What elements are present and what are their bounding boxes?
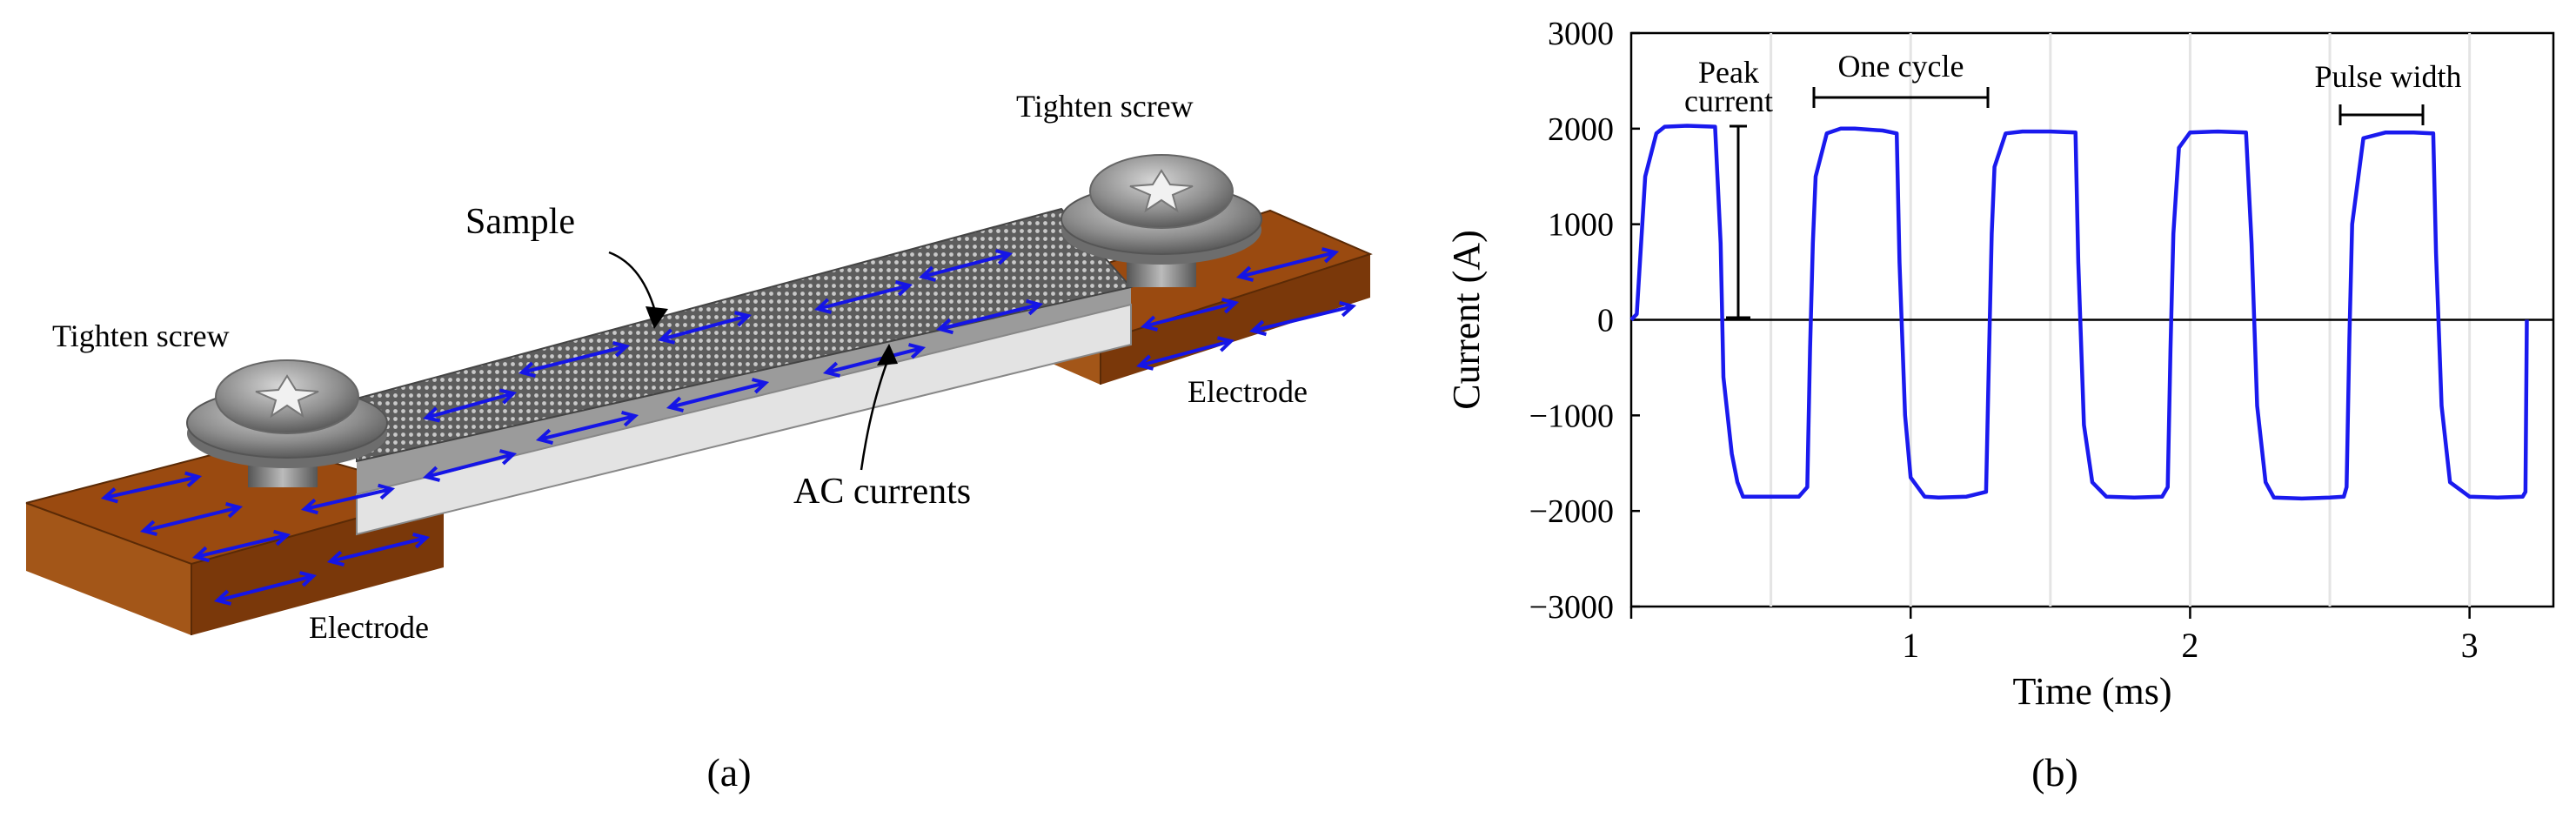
pulse-width-annotation: Pulse width xyxy=(2314,59,2462,125)
x-tick-label: 1 xyxy=(1902,626,1919,665)
label-electrode-right: Electrode xyxy=(1188,374,1308,409)
sample-pointer xyxy=(608,251,668,329)
label-ac-currents: AC currents xyxy=(793,472,971,512)
sample-bar xyxy=(356,207,1133,536)
current-arrow-icon xyxy=(422,449,518,482)
current-arrow-icon xyxy=(518,341,631,378)
x-tick-label: 2 xyxy=(2181,626,2198,665)
y-tick-label: 2000 xyxy=(1548,111,1614,148)
label-sample: Sample xyxy=(465,202,575,242)
label-tighten-screw-right: Tighten screw xyxy=(1016,89,1194,124)
peak-label-line1: Peak xyxy=(1698,55,1759,90)
current-arrow-icon xyxy=(935,298,1044,335)
y-tick-label: 0 xyxy=(1597,303,1614,339)
panel-b-chart: 1 2 3 −3000 −2000 −1000 0 1000 2000 3000 Time (m… xyxy=(1445,16,2555,795)
y-axis-label: Current (A) xyxy=(1445,230,1488,410)
current-arrow-icon xyxy=(1135,336,1235,371)
y-ticks: −3000 −2000 −1000 0 1000 2000 3000 xyxy=(1529,16,1640,626)
one-cycle-label: One cycle xyxy=(1838,49,1964,84)
current-arrow-icon xyxy=(822,343,927,378)
current-arrow-icon xyxy=(191,529,291,563)
current-arrow-icon xyxy=(300,483,396,515)
current-arrow-icon xyxy=(213,571,318,606)
y-tick-label: −1000 xyxy=(1529,398,1614,434)
peak-label-line2: current xyxy=(1684,84,1773,118)
y-tick-label: −3000 xyxy=(1529,589,1614,626)
x-tick-label: 3 xyxy=(2461,626,2479,665)
y-tick-label: −2000 xyxy=(1529,493,1614,530)
current-arrow-icon xyxy=(666,378,770,412)
label-electrode-left: Electrode xyxy=(309,610,429,645)
x-axis-label: Time (ms) xyxy=(2013,670,2172,713)
cross-recess-icon xyxy=(1129,169,1194,213)
electrode-block-left xyxy=(25,440,447,635)
peak-current-annotation: Peak current xyxy=(1684,55,1773,319)
current-arrow-icon xyxy=(657,311,753,345)
current-arrow-icon xyxy=(139,501,244,537)
screw-right xyxy=(1061,154,1262,265)
cross-recess-icon xyxy=(255,374,319,419)
current-arrow-icon xyxy=(1235,247,1340,282)
pulse-width-label: Pulse width xyxy=(2314,59,2461,94)
caption-b: (b) xyxy=(2031,750,2078,795)
current-arrow-icon xyxy=(535,410,639,446)
current-arrow-icon xyxy=(422,388,518,423)
screw-left xyxy=(186,359,388,468)
current-arrow-icon xyxy=(918,249,1014,282)
label-tighten-screw-left: Tighten screw xyxy=(52,318,230,353)
current-arrow-icon xyxy=(1248,300,1357,337)
current-arrow-icon xyxy=(100,471,203,504)
caption-a: (a) xyxy=(706,750,751,795)
current-arrow-icon xyxy=(326,532,431,567)
current-arrow-icon xyxy=(1140,298,1240,332)
x-ticks: 1 2 3 xyxy=(1629,607,2479,665)
current-waveform-line xyxy=(1629,124,2529,501)
y-tick-label: 1000 xyxy=(1548,207,1614,244)
y-tick-label: 3000 xyxy=(1548,16,1614,52)
ac-currents-pointer xyxy=(860,344,898,471)
current-arrow-icon xyxy=(813,280,913,314)
current-arrows xyxy=(100,247,1357,606)
one-cycle-annotation: One cycle xyxy=(1812,49,1990,108)
panel-a-schematic: Sample AC currents Tighten screw Tighten… xyxy=(25,89,1373,795)
